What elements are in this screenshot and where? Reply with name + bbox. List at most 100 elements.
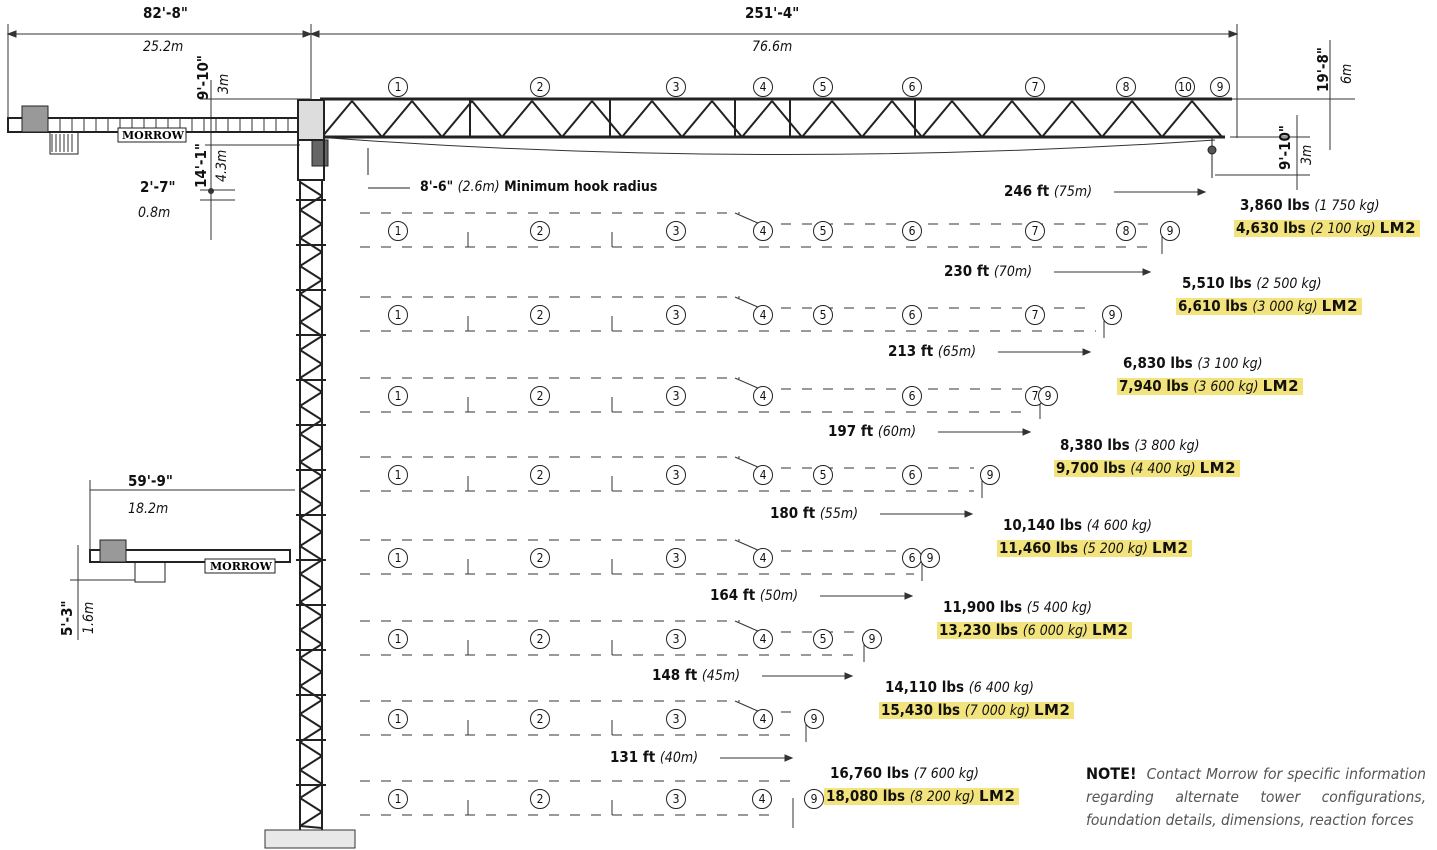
lm2-lbs: 6,610 lbs bbox=[1178, 297, 1253, 315]
radius-label: 164 ft (50m) bbox=[710, 588, 799, 604]
jib-section-number: 5 bbox=[813, 77, 833, 97]
radius-label: 213 ft (65m) bbox=[888, 342, 977, 360]
radius-label: 246 ft (75m) bbox=[1004, 182, 1093, 200]
radius-m: (75m) bbox=[1053, 184, 1093, 200]
radius-ft: 148 ft bbox=[652, 666, 702, 684]
section-number: 3 bbox=[666, 305, 686, 325]
capacity-kg: (1 750 kg) bbox=[1314, 198, 1380, 214]
min-hook-text: Minimum hook radius bbox=[504, 179, 658, 195]
lm2-tag: LM2 bbox=[1151, 539, 1189, 557]
lm2-lbs: 13,230 lbs bbox=[939, 621, 1023, 639]
lm2-tag: LM2 bbox=[1379, 219, 1416, 237]
short-cj-height: 5'-3" bbox=[58, 600, 76, 636]
radius-label: 230 ft (70m) bbox=[944, 264, 1033, 280]
radius-ft: 213 ft bbox=[888, 342, 938, 360]
section-number: 2 bbox=[530, 305, 550, 325]
section-number: 3 bbox=[666, 789, 686, 809]
pivot-offset: 2'-7" bbox=[140, 178, 176, 196]
short-cj-length: 59'-9" bbox=[128, 472, 173, 490]
jib-section-number: 10 bbox=[1175, 77, 1195, 97]
radius-label: 197 ft (60m) bbox=[828, 424, 917, 440]
capacity-label: 5,510 lbs (2 500 kg) bbox=[1182, 274, 1322, 292]
lm2-kg: (5 200 kg) bbox=[1082, 541, 1152, 557]
lm2-kg: (3 600 kg) bbox=[1193, 379, 1263, 395]
lm2-capacity-label: 11,460 lbs (5 200 kg) LM2 bbox=[997, 539, 1193, 557]
lm2-tag: LM2 bbox=[1033, 701, 1071, 719]
radius-m: (60m) bbox=[877, 424, 917, 440]
jib-section-number: 3 bbox=[666, 77, 686, 97]
lm2-lbs: 9,700 lbs bbox=[1056, 459, 1131, 477]
section-number: 3 bbox=[666, 221, 686, 241]
section-number: 6 bbox=[902, 548, 922, 568]
lm2-capacity-label: 4,630 lbs (2 100 kg) LM2 bbox=[1234, 220, 1420, 237]
lm2-lbs: 15,430 lbs bbox=[881, 701, 965, 719]
capacity-kg: (6 400 kg) bbox=[968, 680, 1034, 696]
note-text: Contact Morrow for specific information … bbox=[1086, 765, 1426, 829]
section-number: 3 bbox=[666, 386, 686, 406]
lm2-kg: (8 200 kg) bbox=[909, 789, 979, 805]
radius-m: (65m) bbox=[937, 344, 977, 360]
radius-ft: 246 ft bbox=[1004, 182, 1054, 200]
section-number: 1 bbox=[388, 386, 408, 406]
radius-m: (40m) bbox=[659, 750, 699, 766]
capacity-kg: (3 800 kg) bbox=[1134, 438, 1200, 454]
section-number: 6 bbox=[902, 305, 922, 325]
radius-m: (50m) bbox=[759, 588, 799, 604]
short-cj-height-m: 1.6m bbox=[81, 601, 97, 634]
capacity-kg: (3 100 kg) bbox=[1197, 356, 1263, 372]
section-number: 3 bbox=[666, 548, 686, 568]
radius-ft: 180 ft bbox=[770, 504, 820, 522]
radius-label: 131 ft (40m) bbox=[610, 748, 699, 766]
lm2-tag: LM2 bbox=[1262, 377, 1299, 395]
capacity-lbs: 5,510 lbs bbox=[1182, 274, 1257, 292]
radius-ft: 131 ft bbox=[610, 748, 660, 766]
jib-section-number: 4 bbox=[753, 77, 773, 97]
section-number: 2 bbox=[530, 709, 550, 729]
section-number: 9 bbox=[1160, 221, 1180, 241]
min-hook-radius: 8'-6" (2.6m) Minimum hook radius bbox=[420, 180, 657, 194]
counterjib-length: 82'-8" bbox=[143, 4, 188, 22]
lm2-capacity-label: 7,940 lbs (3 600 kg) LM2 bbox=[1117, 378, 1303, 395]
section-number: 9 bbox=[980, 465, 1000, 485]
lm2-lbs: 18,080 lbs bbox=[826, 787, 910, 805]
section-number: 4 bbox=[752, 789, 772, 809]
section-number: 1 bbox=[388, 221, 408, 241]
lm2-capacity-label: 13,230 lbs (6 000 kg) LM2 bbox=[937, 621, 1133, 639]
jib-section-number: 8 bbox=[1116, 77, 1136, 97]
cj-height-m: 3m bbox=[216, 73, 232, 94]
lm2-tag: LM2 bbox=[1321, 297, 1358, 315]
lm2-capacity-label: 6,610 lbs (3 000 kg) LM2 bbox=[1176, 298, 1362, 315]
radius-m: (70m) bbox=[993, 264, 1033, 280]
section-number: 9 bbox=[1102, 305, 1122, 325]
capacity-lbs: 14,110 lbs bbox=[885, 678, 969, 696]
section-number: 5 bbox=[813, 305, 833, 325]
section-number: 1 bbox=[388, 629, 408, 649]
section-number: 2 bbox=[530, 465, 550, 485]
section-number: 3 bbox=[666, 629, 686, 649]
section-number: 7 bbox=[1025, 305, 1045, 325]
section-number: 2 bbox=[530, 221, 550, 241]
capacity-label: 6,830 lbs (3 100 kg) bbox=[1123, 354, 1263, 372]
cj-height: 9'-10" bbox=[194, 55, 212, 100]
radius-m: (45m) bbox=[701, 668, 741, 684]
section-number: 9 bbox=[804, 709, 824, 729]
lm2-capacity-label: 18,080 lbs (8 200 kg) LM2 bbox=[824, 787, 1020, 805]
capacity-label: 16,760 lbs (7 600 kg) bbox=[830, 766, 979, 782]
counterjib-length-m: 25.2m bbox=[143, 39, 184, 55]
short-cj-length-m: 18.2m bbox=[128, 501, 169, 517]
section-number: 4 bbox=[753, 305, 773, 325]
capacity-lbs: 11,900 lbs bbox=[943, 598, 1027, 616]
tip-drop-m: 3m bbox=[1299, 144, 1315, 165]
jib-section-number: 1 bbox=[388, 77, 408, 97]
section-number: 3 bbox=[666, 709, 686, 729]
note-title: NOTE! bbox=[1086, 764, 1137, 783]
capacity-lbs: 6,830 lbs bbox=[1123, 354, 1198, 372]
section-number: 9 bbox=[1038, 386, 1058, 406]
section-number: 2 bbox=[530, 548, 550, 568]
section-number: 5 bbox=[813, 465, 833, 485]
section-number: 1 bbox=[388, 548, 408, 568]
pivot-offset-m: 0.8m bbox=[138, 205, 171, 221]
lm2-kg: (4 400 kg) bbox=[1130, 461, 1200, 477]
lm2-kg: (7 000 kg) bbox=[964, 703, 1034, 719]
section-number: 6 bbox=[902, 465, 922, 485]
